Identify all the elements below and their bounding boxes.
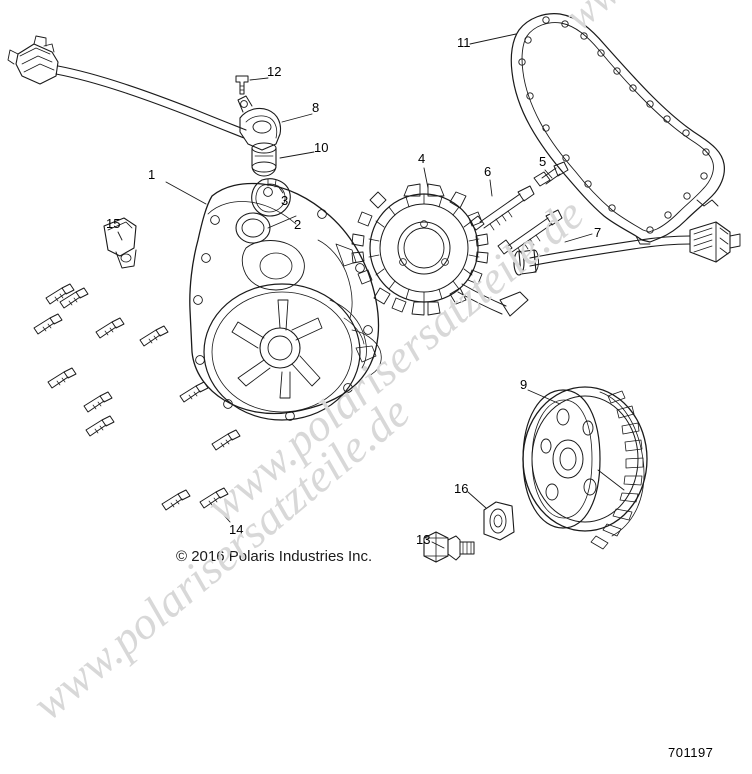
callout-6: 6: [484, 164, 492, 179]
callout-15: 15: [106, 216, 121, 231]
sensor-harness-left: [7, 35, 282, 177]
copyright-notice: © 2016 Polaris Industries Inc.: [176, 548, 373, 565]
screw: [83, 391, 113, 413]
screw: [161, 489, 191, 511]
screw: [33, 313, 63, 335]
screw: [85, 415, 115, 437]
screw: [47, 367, 77, 389]
screw: [139, 325, 169, 347]
callout-1: 1: [148, 167, 156, 182]
callout-5: 5: [539, 154, 547, 169]
stator-cover: [189, 182, 382, 421]
callout-16: 16: [454, 481, 469, 496]
cable-clip: [103, 217, 137, 269]
screw: [179, 381, 209, 403]
callout-4: 4: [418, 151, 426, 166]
callout-13: 13: [416, 532, 431, 547]
stator-assembly: [351, 183, 529, 317]
cover-seal: [235, 212, 271, 244]
callout-3: 3: [281, 193, 289, 208]
callout-7: 7: [594, 225, 602, 240]
cover-screws: [33, 283, 241, 511]
flywheel-washer: [483, 501, 515, 541]
callout-10: 10: [314, 140, 329, 155]
flywheel-bolt: [423, 531, 475, 563]
callout-12: 12: [267, 64, 282, 79]
stator-bolts: [469, 161, 569, 255]
callout-11: 11: [457, 35, 471, 50]
callout-14: 14: [229, 522, 244, 537]
screw: [59, 287, 89, 309]
gasket-outline: [510, 13, 725, 245]
part-number-label: 701197: [668, 745, 714, 760]
screw: [95, 317, 125, 339]
screw: [45, 283, 75, 305]
callout-8: 8: [312, 100, 320, 115]
callout-leaders: [117, 33, 625, 549]
callout-9: 9: [520, 377, 528, 392]
stator-harness-right: [513, 221, 741, 276]
flywheel: [522, 386, 648, 550]
screw: [199, 487, 229, 509]
screw: [211, 429, 241, 451]
callout-2: 2: [294, 217, 302, 232]
